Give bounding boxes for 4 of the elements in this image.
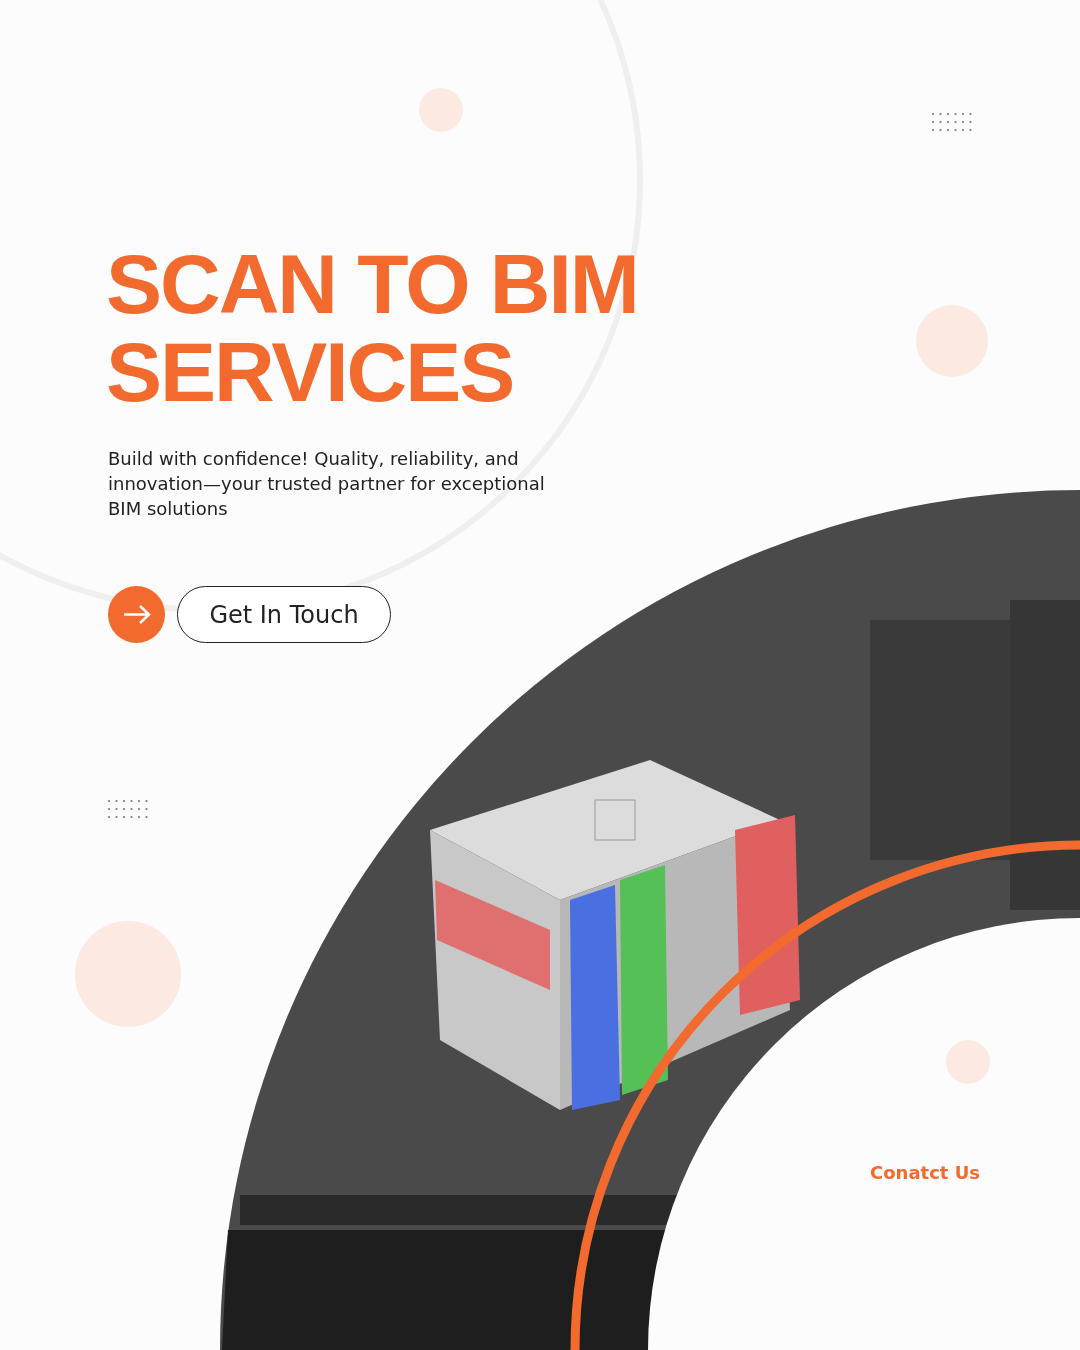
contact-heading: Conatct Us <box>869 1162 980 1183</box>
tagline: Build with confidence! Quality, reliability, and innovation—your trusted partner for exceptional BIM solutions <box>108 447 546 521</box>
headline: SCAN TO BIM SERVICES <box>106 240 639 416</box>
contact-button: Get In Touch <box>177 586 391 643</box>
